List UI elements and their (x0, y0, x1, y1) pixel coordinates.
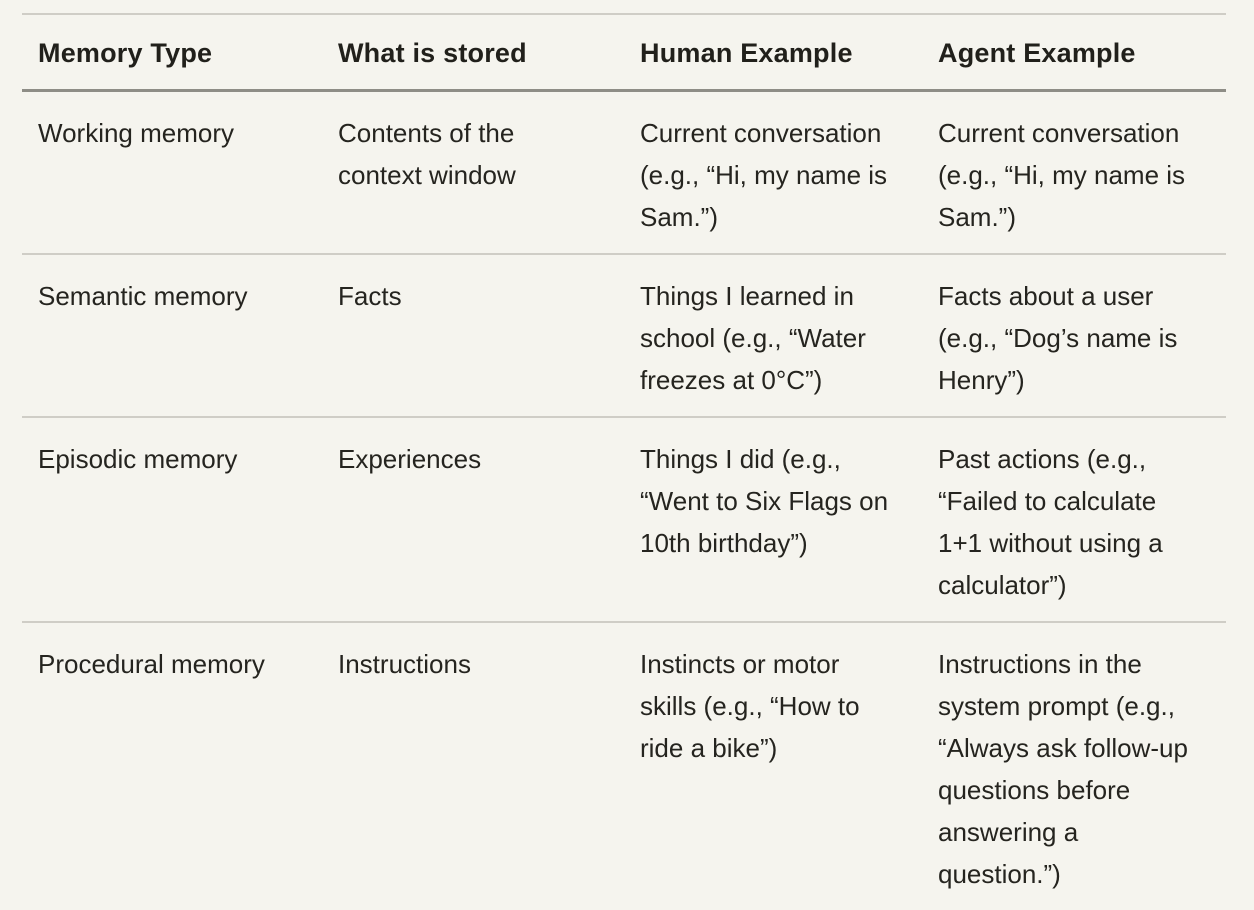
cell-human-example: Things I did (e.g., “Went to Six Flags o… (624, 417, 922, 622)
cell-memory-type: Procedural memory (22, 622, 322, 910)
cell-agent-example: Past actions (e.g., “Failed to calculate… (922, 417, 1226, 622)
table-header-row: Memory Type What is stored Human Example… (22, 14, 1226, 91)
cell-what-is-stored: Facts (322, 254, 624, 417)
table-row-episodic-memory: Episodic memory Experiences Things I did… (22, 417, 1226, 622)
cell-what-is-stored: Experiences (322, 417, 624, 622)
cell-human-example: Instincts or motor skills (e.g., “How to… (624, 622, 922, 910)
cell-memory-type: Episodic memory (22, 417, 322, 622)
cell-agent-example: Facts about a user (e.g., “Dog’s name is… (922, 254, 1226, 417)
cell-human-example: Things I learned in school (e.g., “Water… (624, 254, 922, 417)
cell-human-example: Current conversation (e.g., “Hi, my name… (624, 91, 922, 255)
column-header-human-example: Human Example (624, 14, 922, 91)
column-header-what-is-stored: What is stored (322, 14, 624, 91)
cell-agent-example: Instructions in the system prompt (e.g.,… (922, 622, 1226, 910)
cell-what-is-stored: Contents of the context window (322, 91, 624, 255)
cell-agent-example: Current conversation (e.g., “Hi, my name… (922, 91, 1226, 255)
cell-memory-type: Semantic memory (22, 254, 322, 417)
table-body: Working memory Contents of the context w… (22, 91, 1226, 910)
cell-what-is-stored: Instructions (322, 622, 624, 910)
column-header-memory-type: Memory Type (22, 14, 322, 91)
memory-types-table: Memory Type What is stored Human Example… (22, 13, 1226, 910)
table-row-procedural-memory: Procedural memory Instructions Instincts… (22, 622, 1226, 910)
table-row-semantic-memory: Semantic memory Facts Things I learned i… (22, 254, 1226, 417)
memory-comparison-table: Memory Type What is stored Human Example… (22, 13, 1226, 910)
column-header-agent-example: Agent Example (922, 14, 1226, 91)
cell-memory-type: Working memory (22, 91, 322, 255)
table-row-working-memory: Working memory Contents of the context w… (22, 91, 1226, 255)
